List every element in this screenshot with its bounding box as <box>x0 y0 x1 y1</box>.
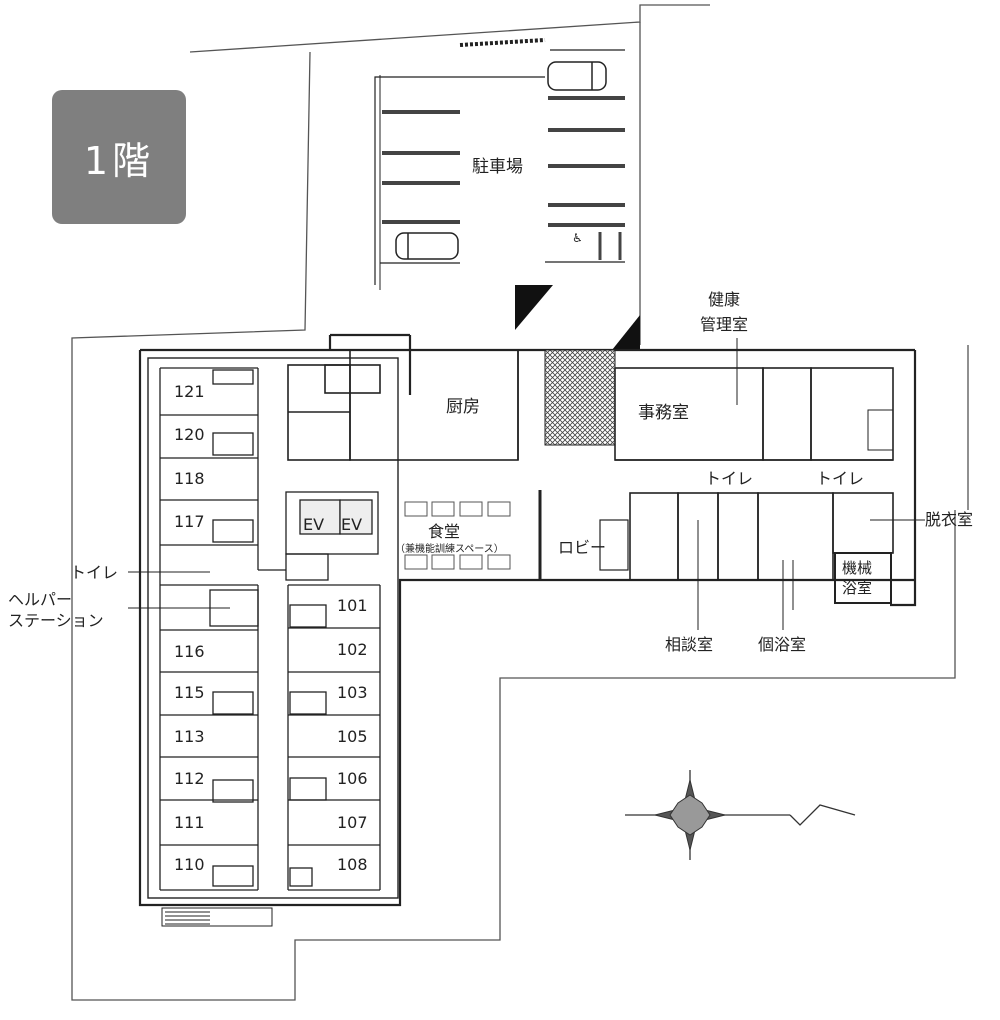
dining-lobby <box>400 490 629 581</box>
room-number: 106 <box>337 769 368 788</box>
label-helper-station-1: ヘルパー <box>8 590 72 609</box>
label-dining: 食堂 <box>428 522 460 541</box>
building-outline <box>138 333 917 907</box>
label-toilet-mid: トイレ <box>705 469 753 488</box>
room-number: 105 <box>337 727 368 746</box>
entrance-wedge-right <box>612 315 640 350</box>
label-helper-station-2: ステーション <box>8 611 104 630</box>
label-private-bath: 個浴室 <box>758 635 806 654</box>
right-wing <box>287 584 381 891</box>
left-wing <box>159 367 259 891</box>
room-number: 102 <box>337 640 368 659</box>
floor-label: 1階 <box>83 138 155 183</box>
leader-lines <box>128 338 925 630</box>
room-number: 108 <box>337 855 368 874</box>
floor-badge: 1階 <box>52 90 186 224</box>
office-block <box>614 367 894 461</box>
label-health-2: 管理室 <box>700 315 748 334</box>
room-number: 113 <box>174 727 205 746</box>
room-number: 112 <box>174 769 205 788</box>
label-dining-sub: （兼機能訓練スペース） <box>395 542 504 555</box>
room-number: 116 <box>174 642 205 661</box>
rear-stair <box>161 907 273 927</box>
label-lobby: ロビー <box>558 538 606 557</box>
label-mech-bath-2: 浴室 <box>842 579 872 597</box>
room-number: 111 <box>174 813 205 832</box>
room-number: 103 <box>337 683 368 702</box>
site-boundary <box>71 4 969 1001</box>
compass-icon <box>625 770 856 860</box>
label-toilet-right: トイレ <box>816 469 864 488</box>
labels: 駐車場 厨房 事務室 健康 管理室 食堂 （兼機能訓練スペース） ロビー EV … <box>8 157 973 874</box>
label-ev-2: EV <box>341 515 362 534</box>
parking-lot: ♿ <box>374 38 625 290</box>
room-number: 121 <box>174 382 205 401</box>
label-changing-room: 脱衣室 <box>925 510 973 529</box>
label-kitchen: 厨房 <box>446 397 480 417</box>
label-mech-bath-1: 機械 <box>842 559 872 577</box>
label-consultation: 相談室 <box>665 635 713 654</box>
room-number: 118 <box>174 469 205 488</box>
room-number: 107 <box>337 813 368 832</box>
label-ev-1: EV <box>303 515 324 534</box>
entrance-wedge-left <box>515 285 553 330</box>
entrance-hall <box>544 349 616 446</box>
accessible-icon: ♿ <box>572 231 583 245</box>
room-number: 120 <box>174 425 205 444</box>
label-office: 事務室 <box>638 403 689 423</box>
room-number: 115 <box>174 683 205 702</box>
kitchen-block <box>287 349 519 461</box>
room-number: 117 <box>174 512 205 531</box>
label-parking: 駐車場 <box>472 157 523 177</box>
room-number: 110 <box>174 855 205 874</box>
label-health-1: 健康 <box>708 290 740 309</box>
label-toilet-left: トイレ <box>70 563 118 582</box>
core-block <box>258 491 379 581</box>
room-number: 101 <box>337 596 368 615</box>
